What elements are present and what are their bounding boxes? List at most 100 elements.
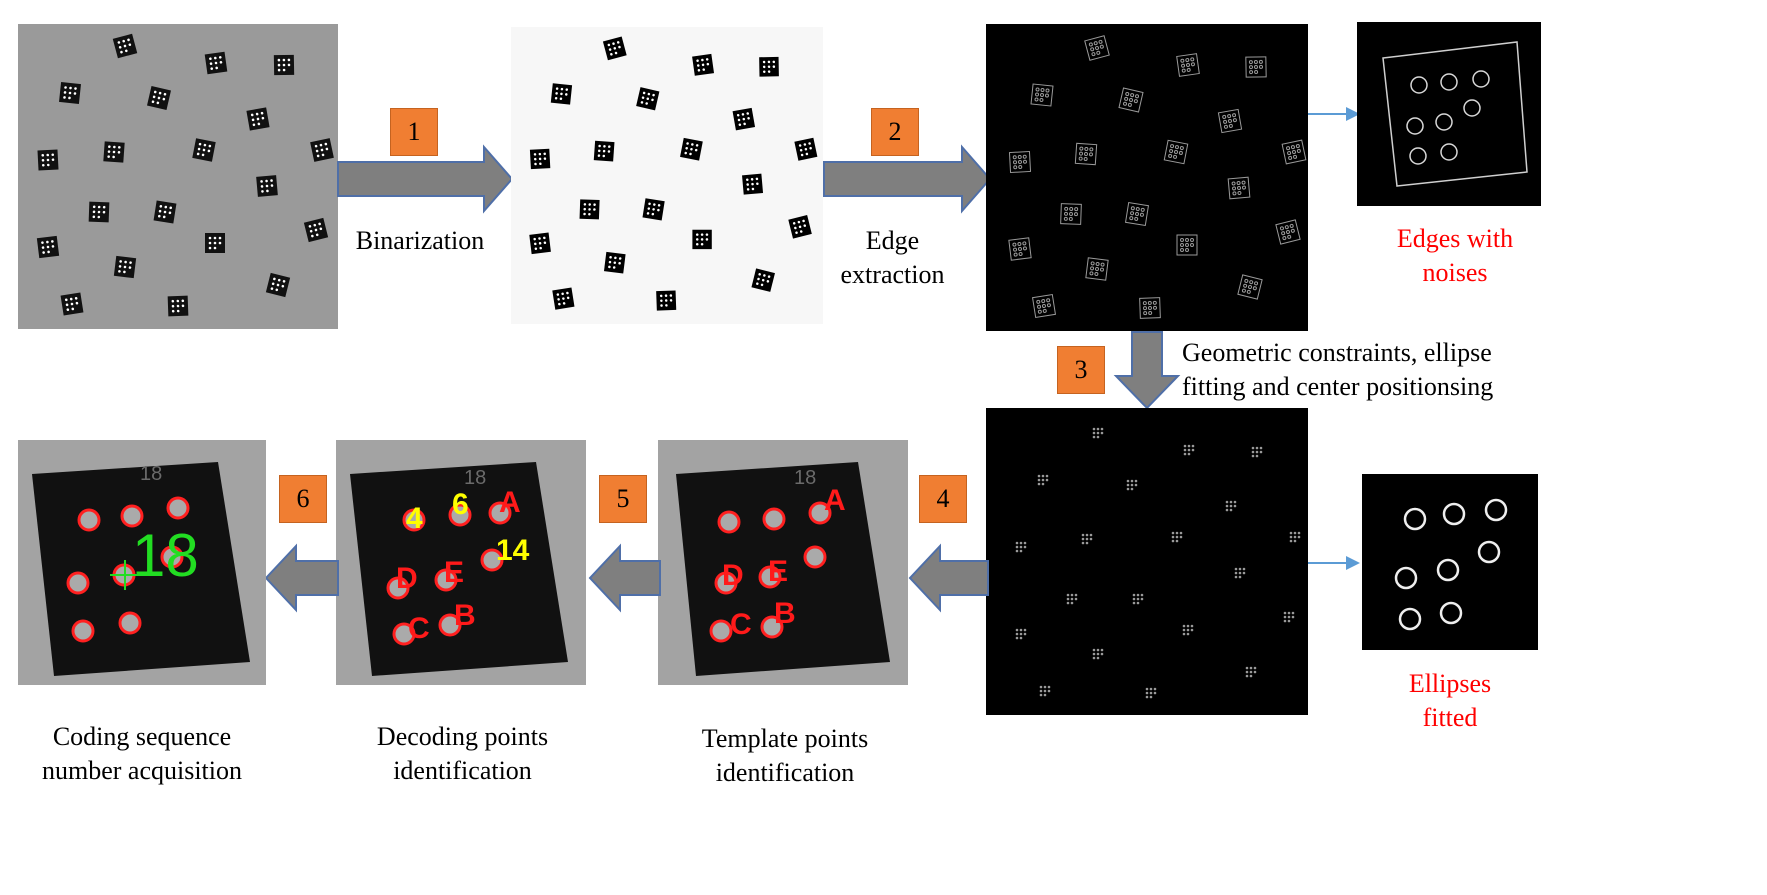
center-dot xyxy=(1070,601,1074,605)
center-dot xyxy=(1249,674,1253,678)
target-dot xyxy=(168,211,172,215)
ellipses-zoom xyxy=(1362,474,1538,650)
edge-dot xyxy=(1190,243,1194,247)
target-dot xyxy=(767,70,771,73)
target-dot xyxy=(746,188,750,191)
edge-target xyxy=(1008,150,1032,174)
edge-target xyxy=(1085,257,1109,281)
center-dot xyxy=(1096,431,1100,435)
target-dot xyxy=(208,236,212,240)
edge-dot xyxy=(1249,65,1254,70)
target-dot xyxy=(583,207,586,211)
edge-dot xyxy=(1246,289,1251,294)
edges-zoom xyxy=(1357,22,1541,206)
center-dot xyxy=(1187,444,1191,448)
edge-dot xyxy=(1073,212,1078,217)
caption-binarization: Binarization xyxy=(355,226,485,255)
edge-dot xyxy=(1170,144,1175,149)
center-dot xyxy=(1100,431,1104,435)
label-C: C xyxy=(730,608,752,641)
target-dot xyxy=(171,304,175,308)
target-dot xyxy=(71,307,75,311)
edge-dot xyxy=(1012,155,1017,160)
edge-dot xyxy=(1018,160,1022,164)
edge-dot xyxy=(1037,304,1042,309)
edge-dot xyxy=(1135,207,1140,212)
center-dot xyxy=(1287,615,1291,619)
target-dot xyxy=(270,184,274,187)
target-dot xyxy=(208,241,212,245)
center-dot xyxy=(1081,533,1085,537)
center-dot xyxy=(1100,427,1104,431)
target-dot xyxy=(746,178,749,181)
target-dot xyxy=(657,208,660,212)
center-dot xyxy=(1092,652,1096,656)
center-dot xyxy=(1136,597,1140,601)
target-dot xyxy=(196,152,200,156)
center-dot xyxy=(1145,695,1149,699)
target-dot xyxy=(256,117,260,121)
edge-dot xyxy=(1069,207,1074,212)
target-dot xyxy=(642,91,646,95)
edge-dot xyxy=(1074,207,1079,212)
edge-dot xyxy=(1223,124,1228,129)
center-dot xyxy=(1047,685,1051,689)
target-dot xyxy=(47,250,50,254)
edge-dot xyxy=(1045,88,1050,93)
edge-target xyxy=(1176,53,1200,77)
arrow-6 xyxy=(264,543,339,613)
center-dot xyxy=(1019,628,1023,632)
edge-dot xyxy=(1254,69,1259,74)
center-dot xyxy=(1145,691,1149,695)
target-dot xyxy=(257,122,261,126)
target-dot xyxy=(74,87,77,90)
caption-coding: Coding sequence number acquisition xyxy=(41,722,242,785)
target-dot xyxy=(555,92,558,95)
edge-dot xyxy=(1130,206,1135,211)
center-dot xyxy=(1039,685,1043,689)
target-dot xyxy=(799,148,803,152)
edge-dot xyxy=(1129,216,1134,221)
target-dot xyxy=(762,65,766,69)
edge-target xyxy=(1074,142,1098,166)
target-dot xyxy=(277,68,281,72)
target-dot xyxy=(602,149,606,153)
edge-dot xyxy=(1296,148,1301,153)
target-dot xyxy=(260,185,264,188)
target-dot xyxy=(128,266,132,269)
target-dot xyxy=(618,45,621,49)
target-dot xyxy=(556,293,560,296)
edge-dot xyxy=(1013,247,1018,252)
target-dot xyxy=(685,147,688,150)
edge-dot xyxy=(1089,147,1094,152)
target-dot xyxy=(313,223,317,227)
step-6-box: 6 xyxy=(279,475,327,523)
edge-dot xyxy=(1248,60,1253,65)
center-dot xyxy=(1045,474,1049,478)
center-dot xyxy=(1132,601,1136,605)
target-dot xyxy=(646,97,650,101)
target-dot xyxy=(282,58,286,62)
center-dot xyxy=(1085,537,1089,541)
target-dot xyxy=(275,288,279,292)
target-dot xyxy=(557,298,560,301)
center-dot xyxy=(1039,693,1043,697)
center-dot xyxy=(1283,615,1287,619)
target-dot xyxy=(198,142,202,146)
target-dot xyxy=(213,246,217,250)
center-dot xyxy=(1225,508,1229,512)
target-id-label: 18 xyxy=(464,467,486,489)
edge-dot xyxy=(1037,309,1042,314)
center-dot xyxy=(1130,479,1134,483)
target-dot xyxy=(261,190,264,193)
target-dot xyxy=(255,112,259,116)
edge-dot xyxy=(1046,303,1051,308)
target-dot xyxy=(608,145,611,148)
target-dot xyxy=(324,142,328,146)
target-dot xyxy=(129,261,132,264)
center-dot xyxy=(1175,535,1179,539)
target-dot xyxy=(701,58,704,62)
edge-dot xyxy=(1135,212,1139,216)
center-dot xyxy=(1015,632,1019,636)
edge-dot xyxy=(1044,93,1049,98)
